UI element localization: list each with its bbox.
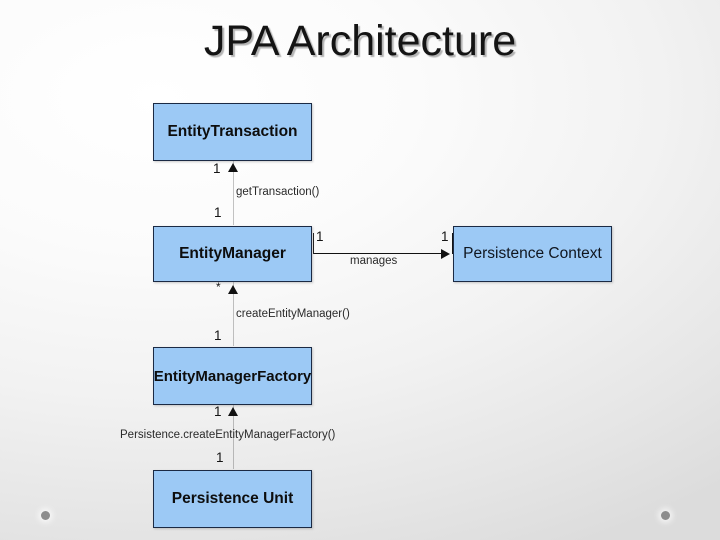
page-title: JPA Architecture	[203, 17, 517, 65]
multiplicity-manages-source: 1	[316, 229, 324, 244]
node-entity-transaction[interactable]: EntityTransaction	[153, 103, 312, 161]
edge-label-create-entity-manager: createEntityManager()	[236, 308, 350, 320]
arrowhead-up-icon-em-to-et	[228, 163, 238, 172]
node-persistence-context[interactable]: Persistence Context	[453, 226, 612, 282]
multiplicity-persistence-unit-top: 1	[216, 450, 224, 465]
edge-label-persistence-create-entity-manager-factory: Persistence.createEntityManagerFactory()	[120, 429, 336, 441]
multiplicity-entity-manager-bottom: *	[216, 280, 221, 294]
connector-line-em-to-pc	[313, 253, 444, 255]
node-entity-manager-factory[interactable]: EntityManagerFactory	[153, 347, 312, 405]
arrowhead-up-icon-emf-to-em	[228, 285, 238, 294]
multiplicity-entity-manager-factory-top: 1	[214, 328, 222, 343]
connector-line-em-to-et	[233, 161, 234, 225]
connector-line-pu-to-emf	[233, 405, 234, 469]
multiplicity-entity-manager-top: 1	[214, 205, 222, 220]
connector-endcap-right	[452, 233, 454, 254]
connector-endcap-left	[313, 233, 315, 254]
node-entity-manager[interactable]: EntityManager	[153, 226, 312, 282]
connector-line-emf-to-em	[233, 282, 234, 346]
multiplicity-entity-transaction-end: 1	[213, 161, 221, 176]
arrowhead-right-icon-em-to-pc	[441, 248, 450, 259]
arrowhead-up-icon-pu-to-emf	[228, 407, 238, 416]
multiplicity-entity-manager-factory-bottom: 1	[214, 404, 222, 419]
decorative-dot-bottom-right	[661, 511, 670, 520]
edge-label-get-transaction: getTransaction()	[236, 186, 320, 198]
node-persistence-unit[interactable]: Persistence Unit	[153, 470, 312, 528]
edge-label-manages: manages	[350, 255, 398, 267]
decorative-dot-bottom-left	[41, 511, 50, 520]
multiplicity-manages-target: 1	[441, 229, 449, 244]
